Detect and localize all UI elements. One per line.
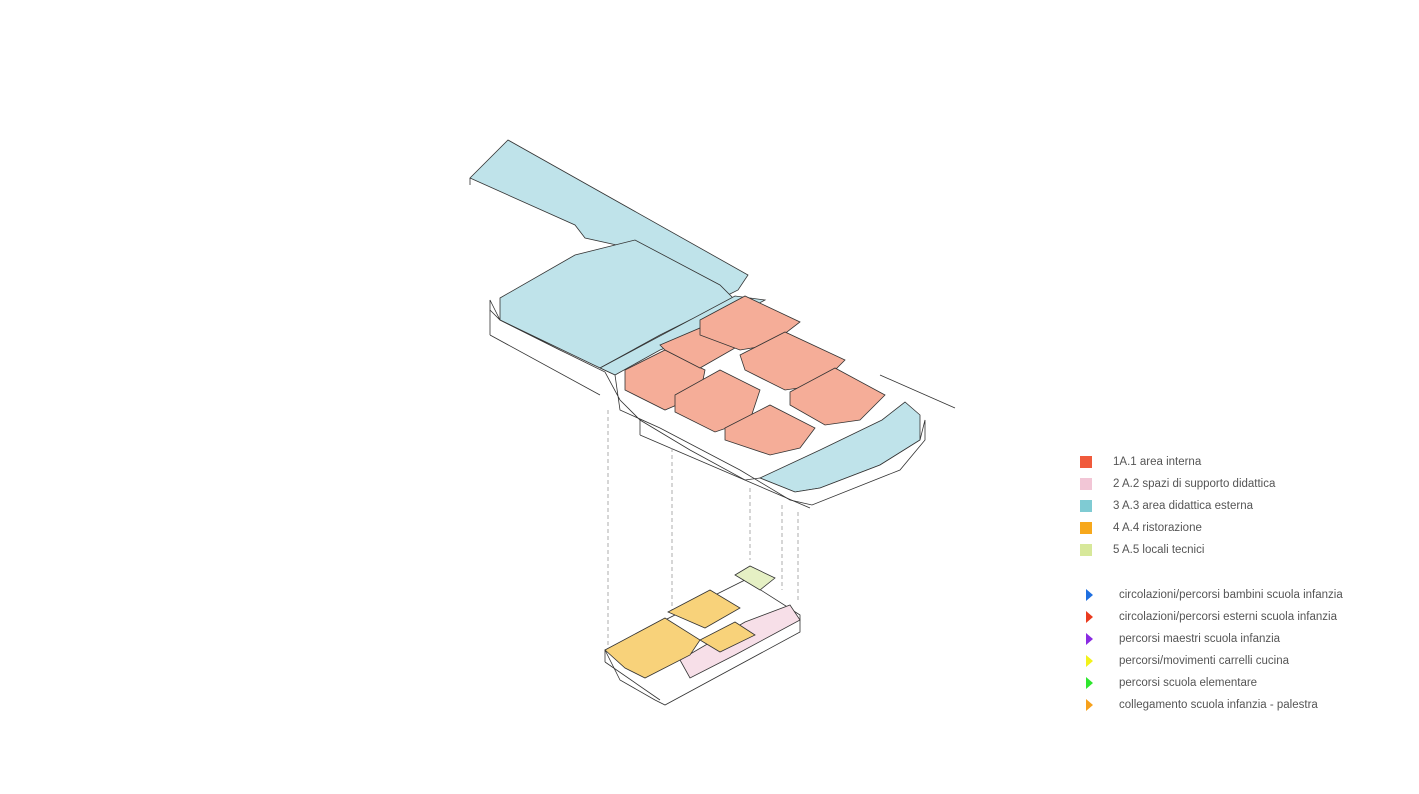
dining-area (667, 589, 741, 629)
technical-area (734, 565, 776, 591)
legend: 1A.1 area interna 2 A.2 spazi di support… (1080, 451, 1400, 716)
area-swatch (1080, 478, 1092, 490)
legend-item-ristorazione: 4 A.4 ristorazione (1080, 517, 1400, 539)
legend-item-area-interna: 1A.1 area interna (1080, 451, 1400, 473)
area-swatch (1080, 522, 1092, 534)
arrow-icon (1086, 655, 1093, 667)
upper-base-edge (879, 374, 956, 409)
legend-item-path: percorsi scuola elementare (1080, 672, 1400, 694)
interior-rooms (624, 295, 886, 456)
legend-label: circolazioni/percorsi esterni scuola inf… (1119, 611, 1337, 623)
arrow-icon (1086, 633, 1093, 645)
legend-label: circolazioni/percorsi bambini scuola inf… (1119, 589, 1343, 601)
legend-item-path: collegamento scuola infanzia - palestra (1080, 694, 1400, 716)
arrow-icon (1086, 589, 1093, 601)
area-swatch (1080, 456, 1092, 468)
legend-item-path: percorsi/movimenti carrelli cucina (1080, 650, 1400, 672)
projection-lines (607, 410, 799, 680)
legend-label: 1A.1 area interna (1113, 456, 1202, 468)
arrow-icon (1086, 699, 1093, 711)
interior-room (789, 367, 886, 426)
legend-item-path: circolazioni/percorsi esterni scuola inf… (1080, 606, 1400, 628)
legend-label: 3 A.3 area didattica esterna (1113, 500, 1254, 512)
legend-item-spazi-supporto: 2 A.2 spazi di supporto didattica (1080, 473, 1400, 495)
legend-item-path: circolazioni/percorsi bambini scuola inf… (1080, 584, 1400, 606)
legend-label: percorsi/movimenti carrelli cucina (1119, 655, 1289, 667)
legend-item-path: percorsi maestri scuola infanzia (1080, 628, 1400, 650)
legend-label: 2 A.2 spazi di supporto didattica (1113, 478, 1276, 490)
legend-label: 4 A.4 ristorazione (1113, 522, 1202, 534)
legend-label: collegamento scuola infanzia - palestra (1119, 699, 1318, 711)
legend-label: 5 A.5 locali tecnici (1113, 544, 1205, 556)
dining-area (604, 617, 701, 679)
upper-base-edge (639, 434, 811, 509)
upper-base-wall (489, 299, 926, 506)
legend-label: percorsi scuola elementare (1119, 677, 1258, 689)
lower-floor (604, 565, 801, 706)
area-swatch (1080, 500, 1092, 512)
dining-area (699, 621, 756, 653)
upper-base-edge (489, 334, 601, 396)
area-swatch (1080, 544, 1092, 556)
legend-label: percorsi maestri scuola infanzia (1119, 633, 1281, 645)
arrow-icon (1086, 677, 1093, 689)
arrow-icon (1086, 611, 1093, 623)
interior-room (724, 404, 816, 456)
legend-item-area-esterna: 3 A.3 area didattica esterna (1080, 495, 1400, 517)
legend-item-locali-tecnici: 5 A.5 locali tecnici (1080, 539, 1400, 561)
